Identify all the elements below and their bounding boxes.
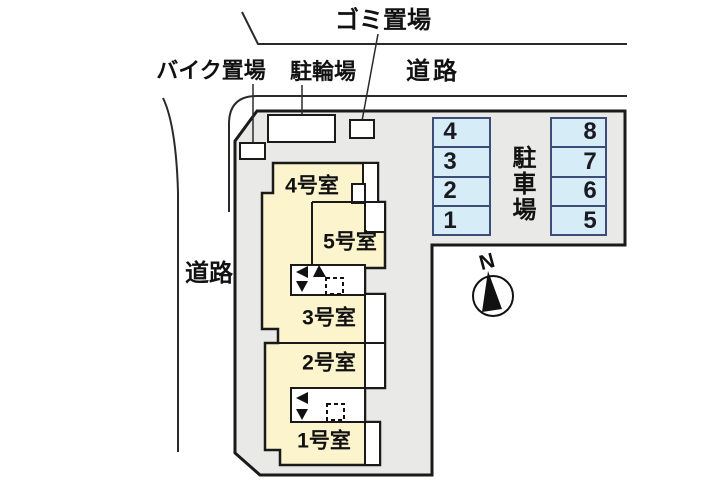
parking-number-2: 2	[443, 177, 457, 204]
room-label-1: 1号室	[297, 429, 351, 453]
bicycle-parking-label: 駐輪場	[289, 59, 357, 84]
garbage-area-label: ゴミ置場	[335, 7, 431, 34]
parking-stall-8	[550, 117, 607, 148]
stair-arrow-left-icon	[296, 266, 308, 278]
parking-stall-2	[432, 176, 491, 207]
parking-stall-4	[432, 117, 491, 148]
room-label-5: 5号室	[323, 230, 377, 254]
road-curb-corner	[228, 95, 627, 212]
parking-number-1: 1	[443, 207, 457, 234]
parking-stall-3	[432, 146, 491, 178]
building-porch-room2	[364, 342, 386, 389]
parking-stall-1	[432, 205, 491, 236]
building-porch-room3	[364, 293, 386, 344]
room-label-2: 2号室	[302, 351, 356, 375]
parking-stall-7	[550, 146, 607, 178]
road-top-label: 道路	[406, 58, 460, 85]
bicycle-parking-box	[267, 114, 336, 143]
garbage-area-leader-line	[361, 33, 379, 122]
garbage-area-box	[349, 119, 375, 139]
building-porch-room5	[364, 201, 386, 233]
parking-lot-label: 駐車場	[508, 145, 535, 223]
room-label-3: 3号室	[302, 306, 356, 330]
parking-number-8: 8	[583, 118, 597, 145]
stair-arrow-left-icon	[296, 392, 308, 404]
road-left-label: 道路	[185, 260, 233, 287]
parking-stall-6	[550, 176, 607, 207]
parking-number-4: 4	[443, 118, 457, 145]
stair-dashed-hatch-lower	[326, 403, 345, 421]
building-notch	[351, 183, 366, 204]
stair-arrow-down-icon	[296, 409, 308, 420]
compass-needle-icon	[482, 271, 502, 312]
stair-arrow-down-icon	[296, 281, 308, 292]
parking-number-3: 3	[443, 148, 457, 175]
road-left-edge	[162, 97, 179, 452]
stair-dashed-hatch-upper	[325, 277, 344, 295]
stair-arrow-up-icon	[313, 265, 326, 277]
parking-number-5: 5	[583, 207, 597, 234]
bike-area-box	[239, 142, 266, 160]
parking-number-6: 6	[583, 177, 597, 204]
road-top-upper-edge	[241, 11, 627, 45]
parking-stall-5	[550, 205, 607, 236]
bike-area-label: バイク置場	[156, 58, 266, 83]
parking-number-7: 7	[583, 148, 597, 175]
room-label-4: 4号室	[285, 174, 339, 198]
building-porch-room1	[364, 421, 381, 466]
